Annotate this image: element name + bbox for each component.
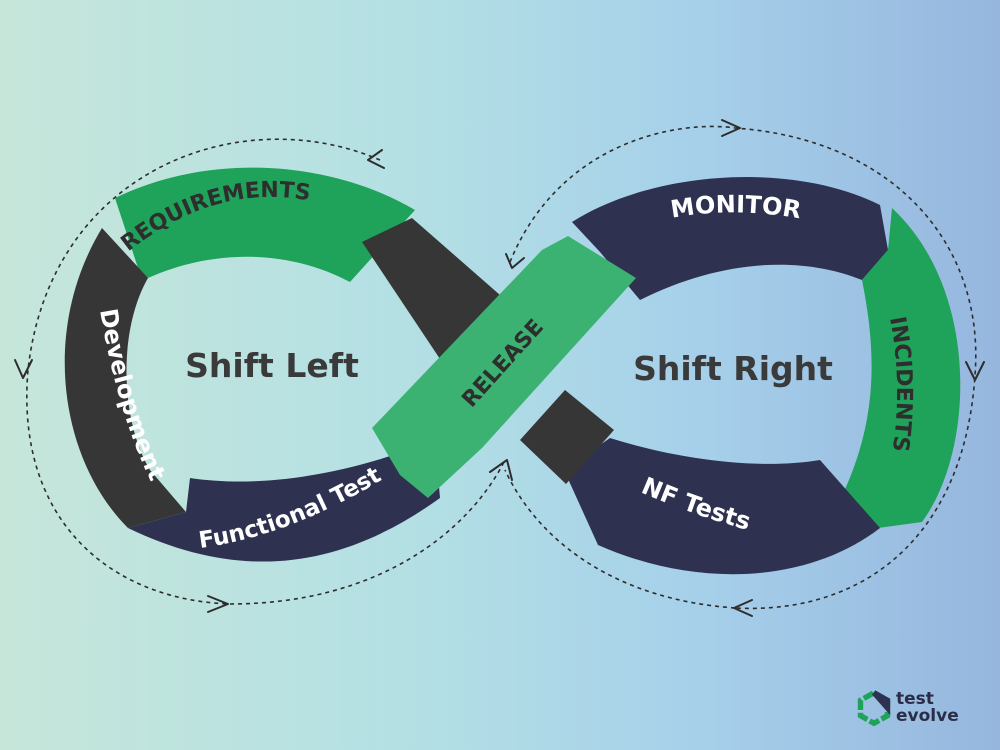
arrowheads [14, 119, 985, 617]
arrowhead-center-bottom [489, 459, 513, 481]
shift-left-label: Shift Left [185, 346, 359, 385]
arrowhead-center-top [505, 253, 525, 269]
logo-wordmark: test evolve [896, 691, 959, 725]
segment-release [372, 236, 636, 498]
right-outer-dashed-arc [509, 125, 977, 610]
arrowhead-left [14, 359, 33, 379]
arrowhead-bottom-right [733, 599, 753, 617]
bottom-right-dashed-arc [504, 469, 736, 609]
segment-monitor [572, 177, 888, 300]
segment-requirements [115, 167, 415, 282]
segment-functional-test [128, 440, 440, 562]
logo-text-line2: evolve [896, 706, 959, 726]
left-outer-dashed-arc [26, 138, 381, 605]
bottom-left-dashed-arc [229, 459, 506, 605]
arrowhead-top-right [721, 119, 741, 137]
segment-nf-tests [564, 438, 880, 575]
segment-development [64, 228, 186, 528]
logo-text-line1: test [896, 689, 934, 709]
shift-right-label: Shift Right [633, 349, 833, 388]
connector-right-charcoal [520, 390, 614, 484]
segment-incidents [820, 208, 961, 536]
arrowhead-bottom-left [207, 595, 229, 613]
brand-logo: test evolve [856, 686, 968, 730]
hexagon-logo-icon [857, 690, 891, 726]
arrowhead-top-left [367, 149, 385, 169]
dashed-cycle-arrows [26, 125, 977, 610]
arrowhead-right [965, 361, 985, 381]
